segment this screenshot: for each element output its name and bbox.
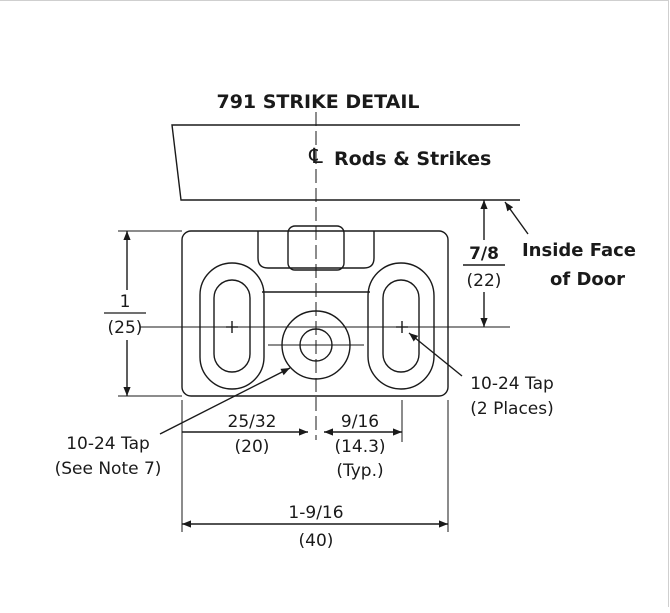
- right-offset-dim-top: 9/16: [341, 412, 379, 432]
- callout-left-line2: (See Note 7): [55, 459, 162, 479]
- inside-face-dim-top: 7/8: [469, 244, 499, 264]
- left-slot-inner: [213, 279, 251, 373]
- left-offset-dim-bottom: (20): [235, 437, 270, 457]
- mount-block-outer: [257, 231, 375, 269]
- width-dim-top: 1-9/16: [288, 503, 343, 523]
- inside-face-label-line1: Inside Face: [522, 240, 636, 261]
- geometry: [104, 112, 529, 532]
- inside-face-label-line2: of Door: [550, 269, 625, 290]
- inside-face-dim-bottom: (22): [467, 271, 502, 291]
- callout-right-line1: 10-24 Tap: [470, 374, 554, 394]
- centerline-symbol: ℄: [308, 144, 323, 168]
- height-dim-bottom: (25): [108, 318, 143, 338]
- centerline-label: Rods & Strikes: [334, 148, 491, 170]
- right-slot-outer: [367, 262, 435, 390]
- mount-block-inner: [287, 225, 345, 271]
- left-slot-outer: [199, 262, 265, 390]
- right-offset-dim-bottom: (Typ.): [336, 461, 383, 481]
- height-dim-top: 1: [120, 292, 131, 312]
- door-edge: [171, 124, 520, 201]
- left-offset-dim-top: 25/32: [228, 412, 277, 432]
- width-dim-bottom: (40): [299, 531, 334, 551]
- callout-right-line2: (2 Places): [470, 399, 554, 419]
- strike-plate: [181, 230, 449, 397]
- right-slot-inner: [382, 279, 420, 373]
- drawing-title: 791 STRIKE DETAIL: [216, 91, 419, 113]
- right-offset-dim-mid: (14.3): [334, 437, 385, 457]
- callout-left-line1: 10-24 Tap: [66, 434, 150, 454]
